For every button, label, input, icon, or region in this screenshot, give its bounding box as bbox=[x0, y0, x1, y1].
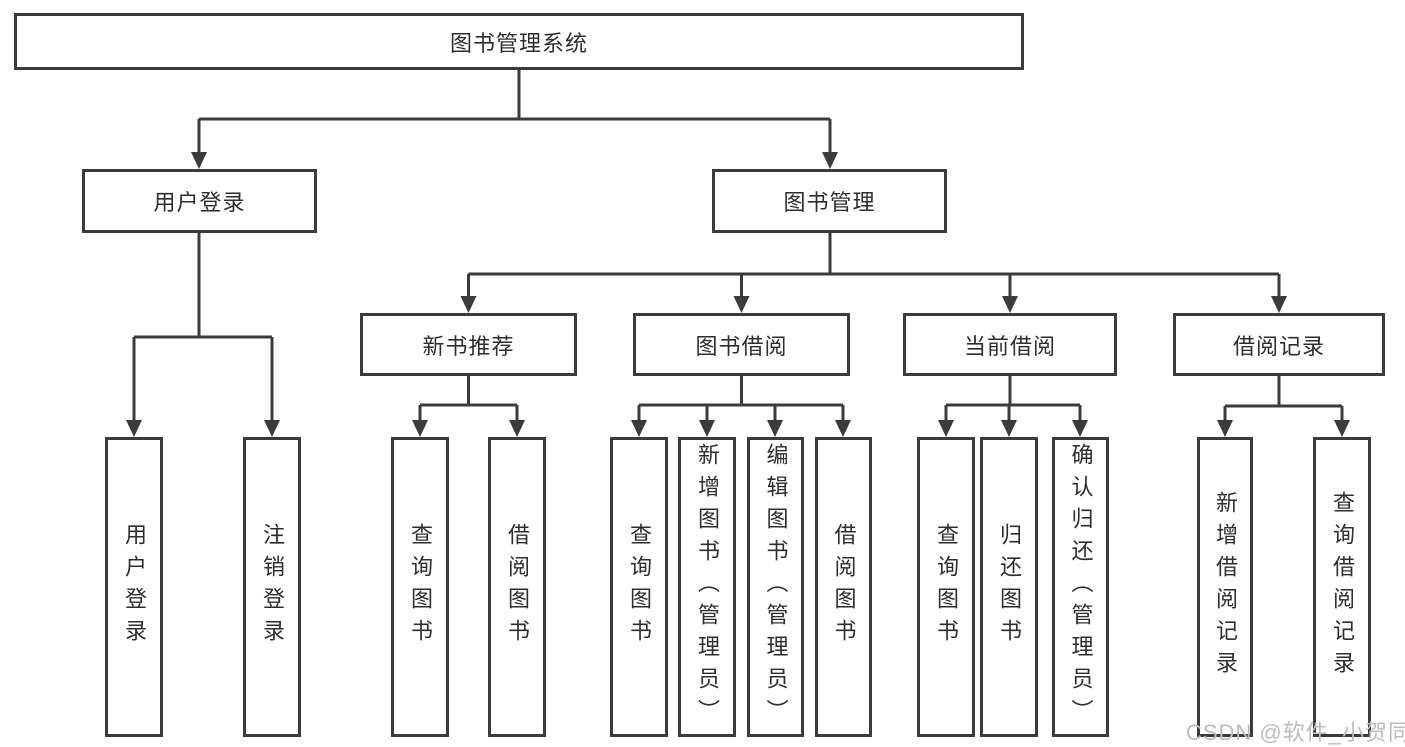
leaf-logout: 注销登录 bbox=[243, 437, 301, 737]
node-user-login: 用户登录 bbox=[82, 169, 317, 233]
leaf-query-book-1: 查询图书 bbox=[391, 437, 449, 737]
arrowheads bbox=[126, 152, 1350, 437]
arrow-down-icon bbox=[1334, 420, 1350, 437]
arrow-down-icon bbox=[699, 420, 715, 437]
leaf-confirm-return-admin: 确认归还（管理员） bbox=[1052, 437, 1109, 737]
arrow-down-icon bbox=[767, 420, 783, 437]
arrow-down-icon bbox=[460, 296, 477, 313]
node-book-management: 图书管理 bbox=[712, 169, 947, 233]
node-book-borrow: 图书借阅 bbox=[633, 313, 850, 376]
connector-borrowrecords-to-leaves bbox=[1223, 376, 1344, 424]
arrow-down-icon bbox=[631, 420, 647, 437]
leaf-query-borrow-record: 查询借阅记录 bbox=[1313, 437, 1371, 737]
leaf-add-borrow-record: 新增借阅记录 bbox=[1197, 437, 1253, 737]
node-current-borrow: 当前借阅 bbox=[903, 313, 1117, 376]
arrow-down-icon bbox=[1271, 296, 1287, 313]
connector-currentborrow-to-leaves bbox=[944, 376, 1082, 424]
arrow-down-icon bbox=[835, 420, 851, 437]
arrow-down-icon bbox=[191, 152, 207, 169]
node-borrow-records: 借阅记录 bbox=[1173, 313, 1385, 376]
node-root-system: 图书管理系统 bbox=[14, 13, 1024, 70]
connector-newbook-to-leaves bbox=[418, 376, 519, 424]
leaf-query-book-3: 查询图书 bbox=[917, 437, 975, 737]
arrow-down-icon bbox=[938, 420, 954, 437]
leaf-borrow-book-2: 借阅图书 bbox=[815, 437, 872, 737]
arrow-down-icon bbox=[264, 420, 280, 437]
arrow-down-icon bbox=[1072, 420, 1088, 437]
watermark-text: CSDN @软件_小贺同学 bbox=[1186, 720, 1405, 745]
arrow-down-icon bbox=[1217, 420, 1233, 437]
leaf-add-book-admin: 新增图书（管理员） bbox=[678, 437, 736, 737]
arrow-down-icon bbox=[509, 420, 525, 437]
leaf-query-book-2: 查询图书 bbox=[610, 437, 668, 737]
arrow-down-icon bbox=[412, 420, 428, 437]
arrow-down-icon bbox=[822, 152, 838, 169]
arrow-down-icon bbox=[1001, 420, 1017, 437]
connector-bookborrow-to-leaves bbox=[637, 376, 845, 424]
arrow-down-icon bbox=[126, 420, 142, 437]
leaf-borrow-book-1: 借阅图书 bbox=[488, 437, 546, 737]
connector-root-to-level2 bbox=[197, 70, 832, 156]
arrow-down-icon bbox=[733, 296, 750, 313]
leaf-user-login: 用户登录 bbox=[105, 437, 163, 737]
leaf-edit-book-admin: 编辑图书（管理员） bbox=[747, 437, 804, 737]
connector-bookmgmt-to-level3 bbox=[467, 233, 1281, 300]
arrow-down-icon bbox=[1002, 296, 1018, 313]
leaf-return-book: 归还图书 bbox=[980, 437, 1038, 737]
connector-userlogin-to-leaves bbox=[132, 233, 274, 424]
node-new-book-recommend: 新书推荐 bbox=[360, 313, 577, 376]
